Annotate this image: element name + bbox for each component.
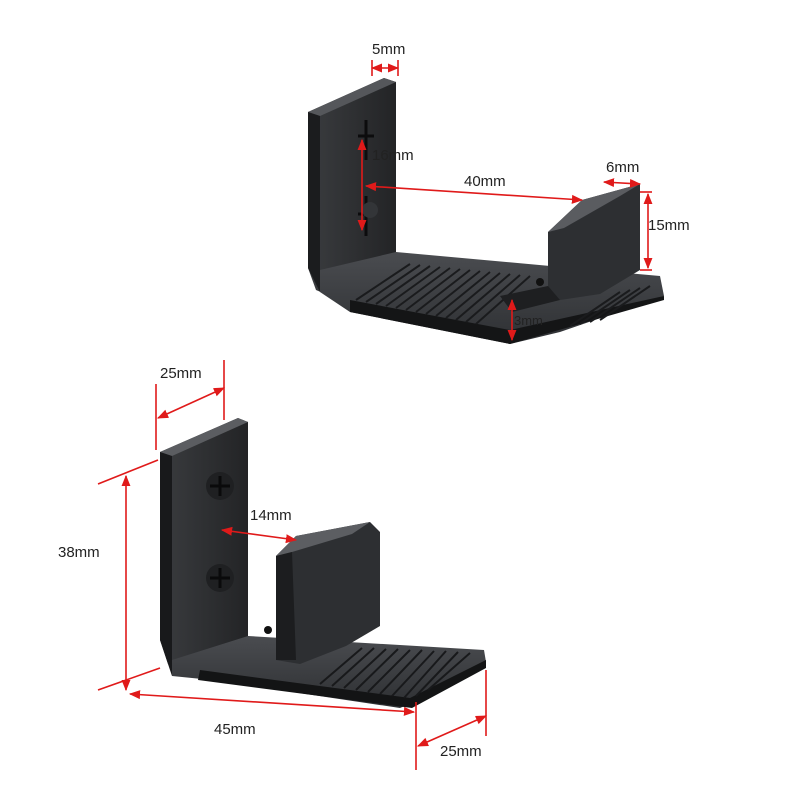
top-wall-thickness-label: 5mm: [372, 41, 405, 58]
top-bracket: [308, 78, 664, 344]
bottom-gap-width-label: 14mm: [250, 507, 292, 524]
bottom-length-label: 45mm: [214, 721, 256, 738]
bottom-bracket-guide: [276, 522, 380, 664]
bottom-screw-lower-icon: [206, 564, 234, 592]
bottom-bracket: [160, 418, 486, 708]
bottom-depth-top-label: 25mm: [160, 365, 202, 382]
bottom-bracket-wall: [160, 418, 248, 672]
top-base-thickness-label: 3mm: [514, 313, 543, 328]
top-inner-width-label: 40mm: [464, 173, 506, 190]
top-dimensions: [357, 60, 653, 342]
top-screw-spacing-label: 16mm: [372, 147, 414, 164]
top-bracket-ribs: [355, 263, 651, 327]
bottom-wall-height-label: 38mm: [58, 544, 100, 561]
bottom-screw-upper-icon: [206, 472, 234, 500]
bottom-bracket-base: [172, 636, 486, 708]
top-bracket-wall: [308, 78, 396, 296]
top-guide-thickness-label: 6mm: [606, 159, 639, 176]
top-guide-height-label: 15mm: [648, 217, 690, 234]
bottom-bracket-ribs: [319, 647, 471, 699]
bottom-dimensions: [97, 360, 488, 770]
bottom-depth-bottom-label: 25mm: [440, 743, 482, 760]
